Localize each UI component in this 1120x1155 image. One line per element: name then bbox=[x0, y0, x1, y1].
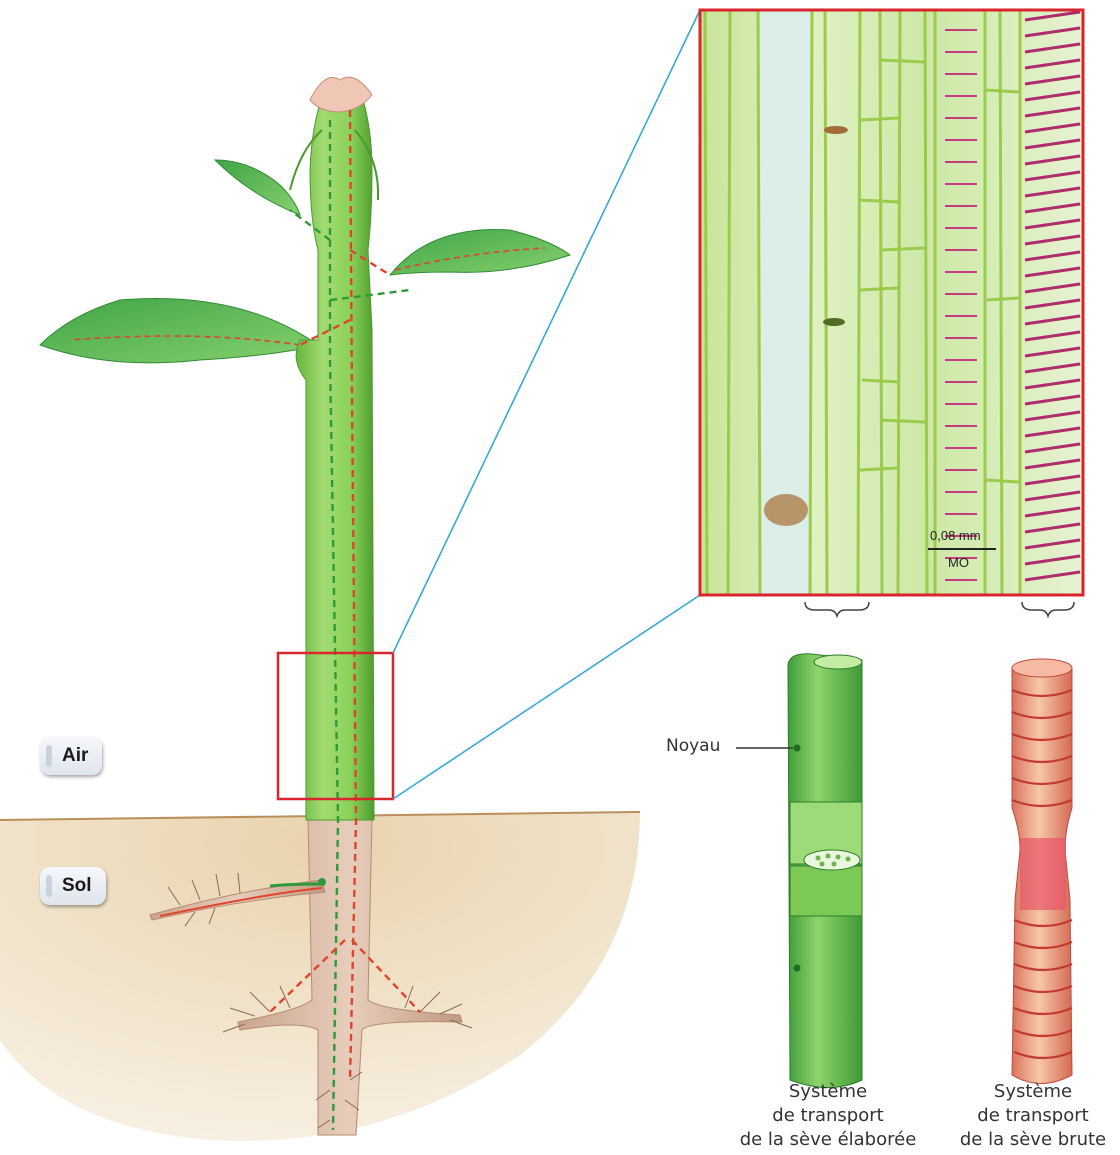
zoom-line-bottom bbox=[393, 595, 700, 799]
microscope-label: MO bbox=[948, 555, 969, 570]
caption-line: de la sève brute bbox=[948, 1128, 1118, 1152]
caption-seve-brute: Système de transport de la sève brute bbox=[948, 1080, 1118, 1152]
scale-label: 0,08 mm bbox=[930, 528, 981, 543]
caption-line: Système bbox=[948, 1080, 1118, 1104]
sol-label: Sol bbox=[40, 867, 106, 905]
brace-xylem bbox=[1022, 602, 1074, 616]
caption-line: de transport bbox=[728, 1104, 928, 1128]
sieve-tube-illustration bbox=[788, 654, 862, 1088]
zoom-line-top bbox=[393, 10, 700, 653]
brace-phloem bbox=[805, 602, 869, 616]
micrograph bbox=[700, 10, 1083, 595]
nucleus-bottom bbox=[794, 965, 801, 972]
caption-line: de la sève élaborée bbox=[728, 1128, 928, 1152]
nucleus-top bbox=[794, 745, 801, 752]
noyau-label: Noyau bbox=[666, 736, 720, 756]
caption-seve-elaboree: Système de transport de la sève élaborée bbox=[728, 1080, 928, 1152]
vessel-illustration bbox=[1012, 659, 1072, 1084]
caption-line: de transport bbox=[948, 1104, 1118, 1128]
stem bbox=[290, 77, 378, 820]
caption-line: Système bbox=[728, 1080, 928, 1104]
leaves bbox=[40, 160, 570, 363]
air-label: Air bbox=[40, 737, 102, 775]
